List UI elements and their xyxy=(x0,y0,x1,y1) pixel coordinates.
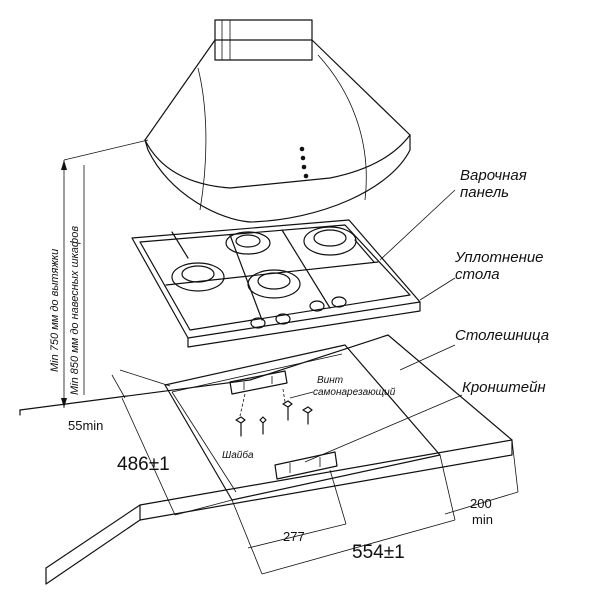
hob-label-line1: Варочная xyxy=(460,167,527,184)
seal-label-line2: стола xyxy=(455,266,500,283)
bracket-front xyxy=(274,451,338,480)
front-gap-label: 55min xyxy=(68,418,103,433)
depth-tolerance: ±1 xyxy=(149,454,170,475)
callout-leaders xyxy=(289,189,463,463)
seal-label-line1: Уплотнение xyxy=(454,249,544,266)
width-value: 554 xyxy=(352,542,384,563)
knob-icon xyxy=(250,296,347,329)
screw-label-line2: самонарезающий xyxy=(313,387,396,398)
screw-icon xyxy=(235,388,313,437)
half-width-label: 277 xyxy=(283,529,305,544)
depth-value: 486 xyxy=(117,454,149,475)
burner-icon xyxy=(171,226,357,299)
height-dimension xyxy=(61,139,149,408)
rear-gap-unit: min xyxy=(472,512,493,527)
cabinet-min-label: Min 850 мм до навесных шкафов xyxy=(69,226,81,395)
bracket-rear xyxy=(229,370,288,395)
hood-min-label: Min 750 мм до вытяжки xyxy=(49,249,61,372)
bracket-label: Кронштейн xyxy=(462,379,546,396)
depth-label: 486±1 xyxy=(117,454,170,475)
washer-label: Шайба xyxy=(222,449,254,461)
countertop xyxy=(19,334,513,585)
rear-gap-value: 200 xyxy=(470,496,492,511)
width-label: 554±1 xyxy=(352,542,405,563)
countertop-label: Столешница xyxy=(455,327,549,344)
width-tolerance: ±1 xyxy=(384,542,405,563)
hob xyxy=(131,219,421,348)
dimension-lines xyxy=(111,369,519,575)
range-hood xyxy=(144,19,411,223)
screw-label-line1: Винт xyxy=(317,375,343,386)
hob-label-line2: панель xyxy=(460,184,509,201)
